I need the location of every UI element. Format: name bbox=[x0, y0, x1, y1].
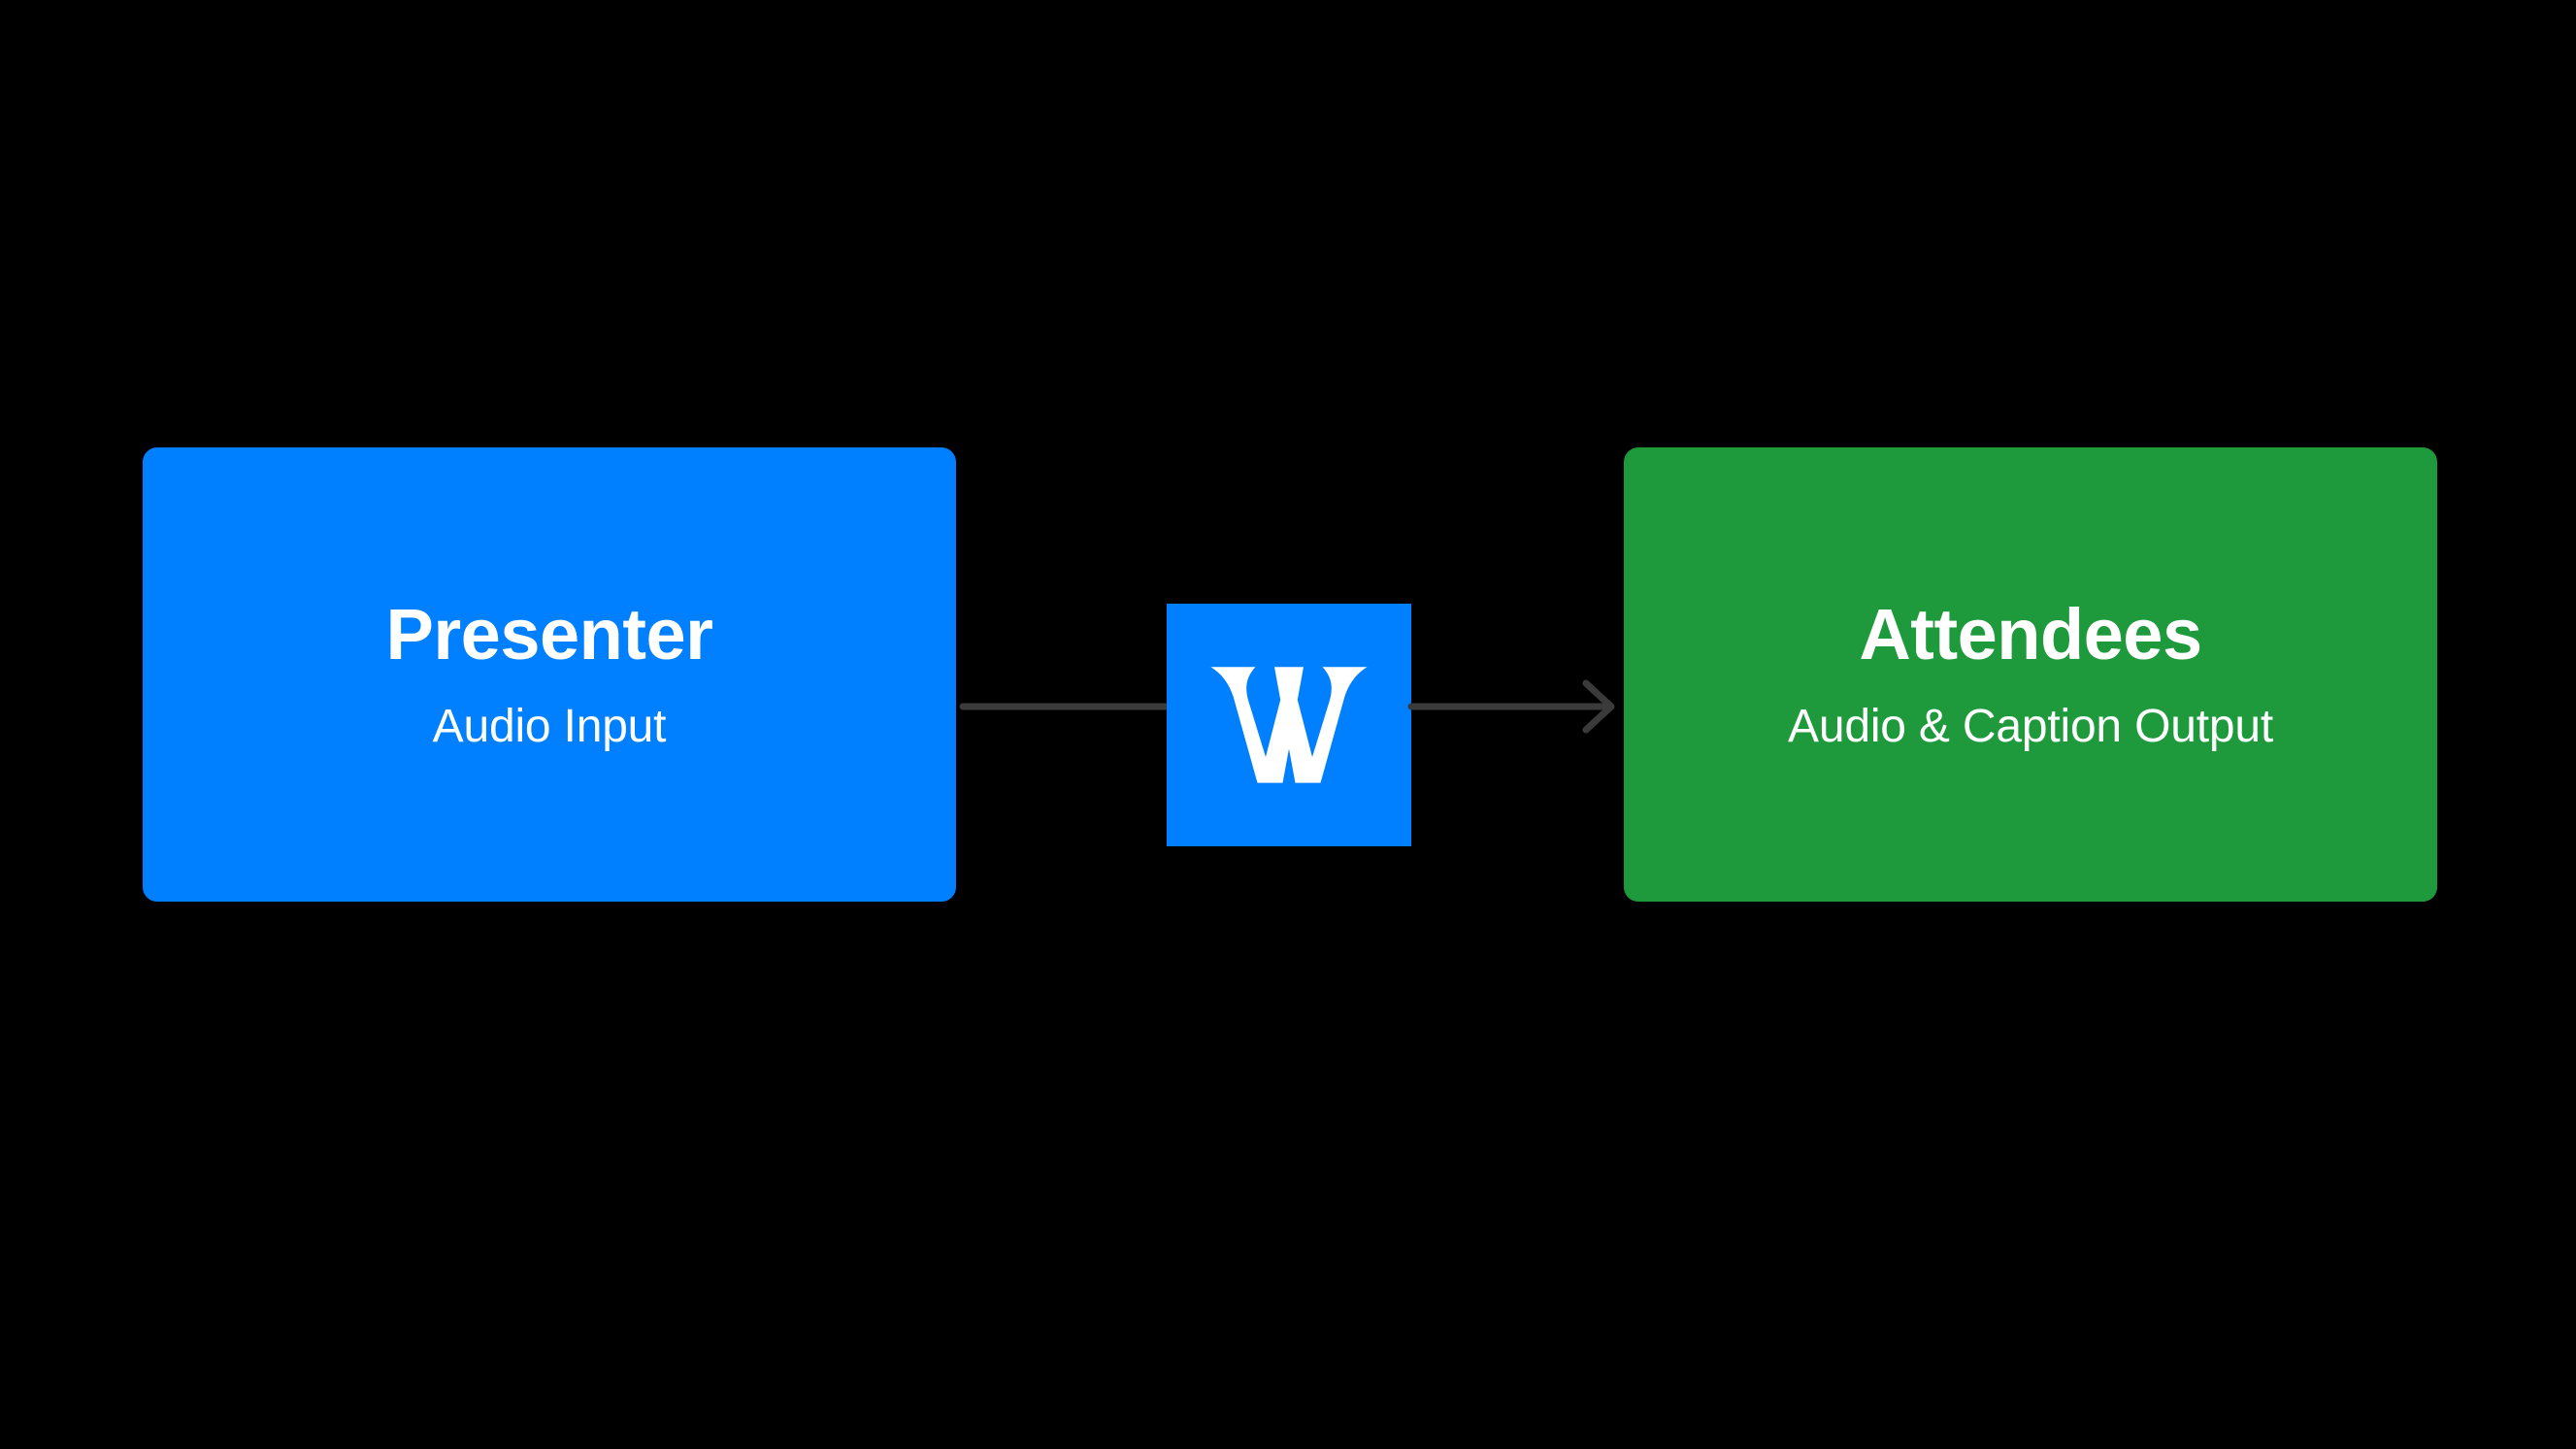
connector-service-to-attendees bbox=[1407, 679, 1615, 734]
node-presenter-subtitle: Audio Input bbox=[432, 701, 667, 752]
node-attendees[interactable]: Attendees Audio & Caption Output bbox=[1624, 447, 2437, 902]
node-attendees-title: Attendees bbox=[1859, 594, 2202, 675]
node-presenter-title: Presenter bbox=[385, 594, 713, 675]
node-presenter[interactable]: Presenter Audio Input bbox=[143, 447, 956, 902]
wordly-w-logo-icon bbox=[1210, 667, 1368, 783]
node-attendees-subtitle: Audio & Caption Output bbox=[1788, 701, 2273, 752]
service-logo-square[interactable] bbox=[1167, 604, 1411, 846]
connector-presenter-to-service bbox=[959, 703, 1171, 710]
arrowhead-icon bbox=[1582, 679, 1615, 734]
